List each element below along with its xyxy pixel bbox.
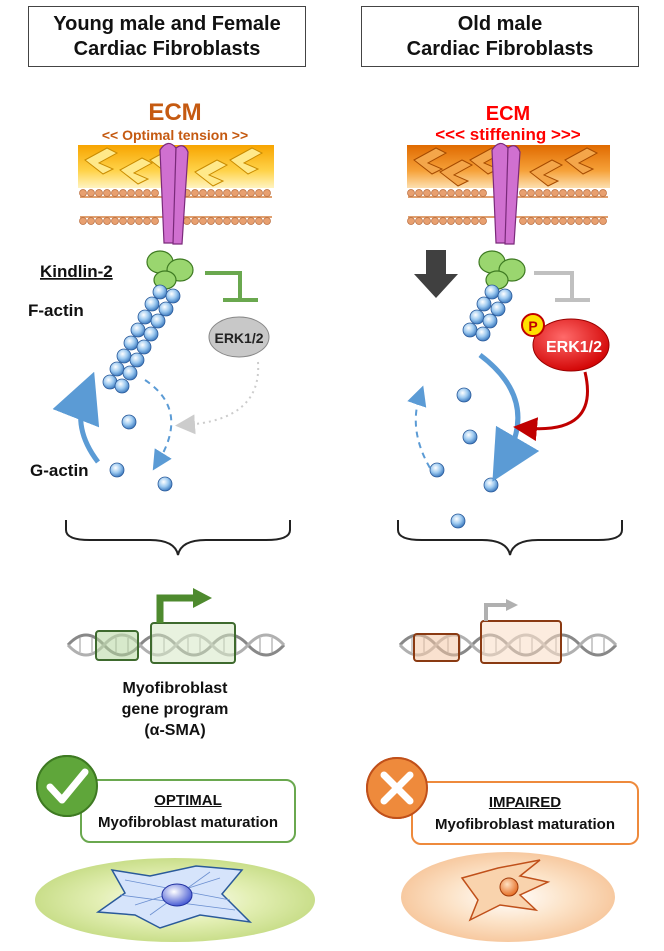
right-phospho-badge xyxy=(521,313,545,337)
left-inhibition xyxy=(205,271,258,302)
left-header-line1: Young male and Female xyxy=(53,13,281,35)
right-erk-label: ERK1/2 xyxy=(546,339,602,356)
left-gene-line1: Myofibroblast xyxy=(123,680,229,697)
left-erk-label: ERK1/2 xyxy=(214,330,263,346)
right-membrane xyxy=(407,189,608,225)
right-promoter-box xyxy=(413,633,460,662)
right-header-line1: Old male xyxy=(457,13,543,35)
right-decrease-arrow xyxy=(414,250,458,298)
right-factin-filament xyxy=(462,284,513,342)
left-promoter-box xyxy=(95,630,139,661)
left-outcome-status: OPTIMAL xyxy=(154,792,222,809)
right-header-line2: Cardiac Fibroblasts xyxy=(406,38,594,60)
right-ecm-label: ECM xyxy=(486,103,530,125)
left-gene-line2: gene program xyxy=(122,701,229,718)
right-erk-effect-arrow xyxy=(513,371,589,442)
left-ecm-label: ECM xyxy=(148,99,201,126)
left-polymerization-arrow xyxy=(52,371,100,464)
right-gene-box xyxy=(480,620,562,664)
left-header-line2: Cardiac Fibroblasts xyxy=(73,38,261,60)
right-outcome-status: IMPAIRED xyxy=(488,794,562,811)
left-gactin-monomers xyxy=(109,414,173,492)
right-header-box: Old male Cardiac Fibroblasts xyxy=(361,6,639,67)
right-transcription-arrowhead xyxy=(506,599,518,611)
left-factin-label: F-actin xyxy=(28,301,84,320)
left-transcription-arrow xyxy=(156,594,195,623)
left-outcome-text: Myofibroblast maturation xyxy=(97,814,278,831)
left-bracket xyxy=(65,520,291,556)
left-factin-filament xyxy=(102,284,181,394)
right-outcome-text: Myofibroblast maturation xyxy=(434,816,615,833)
left-depolymerization-arrow xyxy=(144,379,173,471)
right-cell xyxy=(401,852,615,942)
right-tension-label: <<< stiffening >>> xyxy=(435,125,581,144)
right-kindlin xyxy=(478,250,526,290)
right-integrin xyxy=(491,142,521,245)
left-erk: ERK1/2 xyxy=(208,316,270,358)
left-erk-effect-arrow xyxy=(175,361,260,435)
left-gene-box xyxy=(150,622,236,664)
right-inhibition xyxy=(534,271,590,302)
right-transcription-arrow xyxy=(484,603,508,621)
left-cell xyxy=(35,858,315,942)
left-kindlin-label: Kindlin-2 xyxy=(40,262,113,281)
right-gactin-monomers xyxy=(429,387,499,529)
left-transcription-arrowhead xyxy=(193,588,212,608)
left-kindlin xyxy=(146,250,194,290)
right-polymerization-arrow xyxy=(407,385,431,469)
left-gene-line3: (α-SMA) xyxy=(144,722,205,739)
left-tension-label: << Optimal tension >> xyxy=(102,127,248,143)
left-outcome-box: OPTIMAL Myofibroblast maturation xyxy=(80,779,296,843)
right-outcome-box: IMPAIRED Myofibroblast maturation xyxy=(411,781,639,845)
left-header-box: Young male and Female Cardiac Fibroblast… xyxy=(28,6,306,67)
left-integrin xyxy=(159,142,189,245)
right-depolymerization-arrow xyxy=(478,353,540,482)
right-phospho-label: P xyxy=(528,318,537,334)
left-gactin-label: G-actin xyxy=(30,461,89,480)
right-bracket xyxy=(397,520,623,556)
right-erk: ERK1/2 P xyxy=(521,313,610,372)
